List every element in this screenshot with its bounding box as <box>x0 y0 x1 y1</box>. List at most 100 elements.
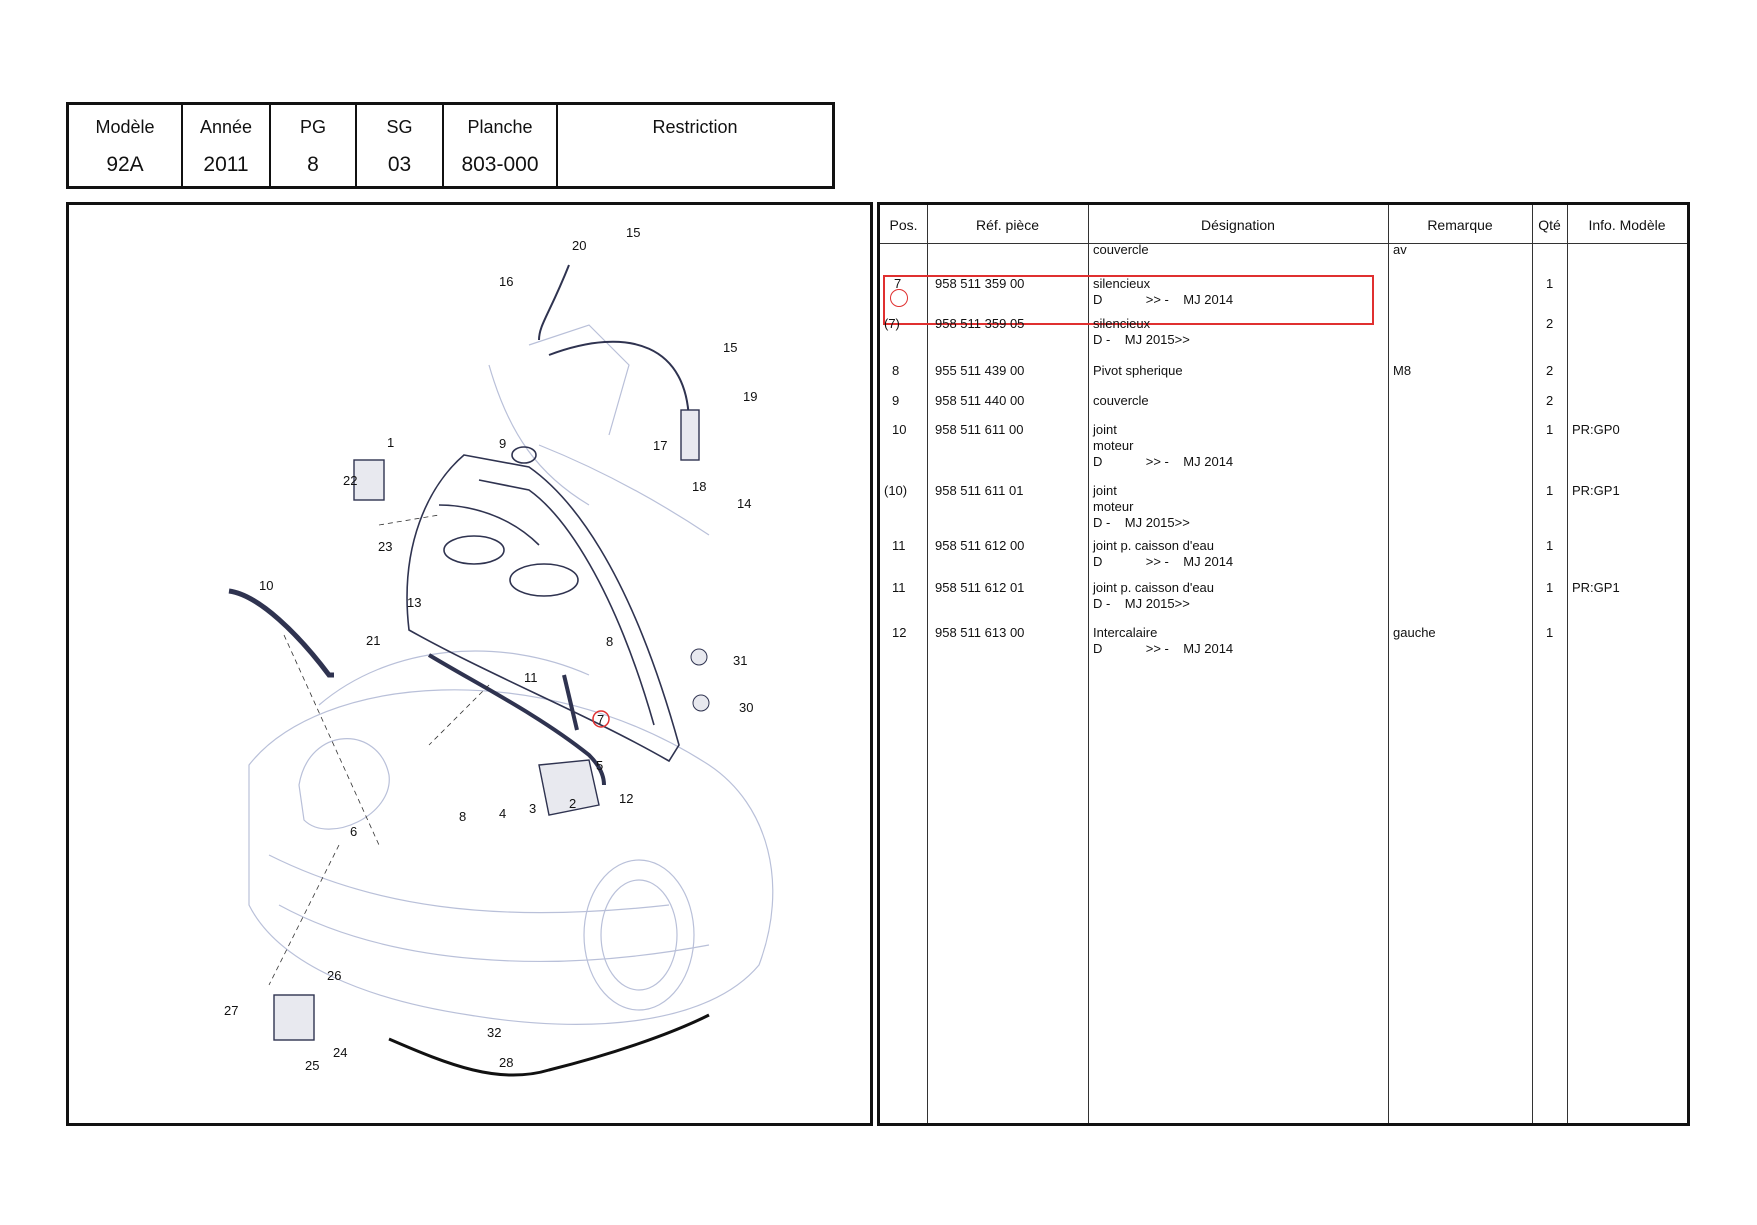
table-cell-info: PR:GP1 <box>1572 580 1620 595</box>
table-cell-designation: couvercle <box>1093 393 1149 408</box>
table-cell-qte: 1 <box>1546 580 1554 595</box>
table-cell-ref: 955 511 439 00 <box>935 363 1025 378</box>
callout: 17 <box>653 438 667 453</box>
header-label: Planche <box>467 117 533 137</box>
table-cell-ref: 958 511 359 05 <box>935 316 1025 331</box>
table-cell-qte: 1 <box>1546 276 1554 291</box>
table-cell-designation: joint moteur D - MJ 2015>> <box>1093 483 1190 530</box>
table-cell-pos: 8 <box>892 363 900 378</box>
column-header-ref: Réf. pièce <box>975 217 1040 233</box>
callout-labels: 1 2 3 4 5 6 7 8 9 10 11 12 13 14 15 15 1… <box>224 225 757 1073</box>
table-cell-ref: 958 511 612 01 <box>935 580 1025 595</box>
table-cell-ref: 958 511 359 00 <box>935 276 1025 291</box>
header-label: PG <box>299 117 326 137</box>
latch-bracket-22 <box>353 459 385 501</box>
header-col-sg: SG 03 <box>357 105 444 186</box>
highlight-circle-pos <box>890 289 908 307</box>
car-body-outline <box>248 324 774 1025</box>
seal-11 <box>427 653 606 786</box>
leader-lines <box>268 514 490 986</box>
callout: 13 <box>407 595 421 610</box>
column-divider <box>1532 205 1533 1123</box>
table-cell-qte: 1 <box>1546 422 1554 437</box>
table-cell-pos: 12 <box>892 625 907 640</box>
table-cell-info: PR:GP0 <box>1572 422 1620 437</box>
callout: 8 <box>459 809 466 824</box>
header-label: Restriction <box>652 117 738 137</box>
callout: 23 <box>378 539 392 554</box>
callout: 14 <box>737 496 751 511</box>
diagram-drawing: 1 2 3 4 5 6 7 8 9 10 11 12 13 14 15 15 1… <box>224 225 774 1077</box>
callout: 27 <box>224 1003 238 1018</box>
buffer-30 <box>692 694 710 712</box>
callout: 22 <box>343 473 357 488</box>
callout: 21 <box>366 633 380 648</box>
header-col-pg: PG 8 <box>271 105 357 186</box>
callout: 30 <box>739 700 753 715</box>
table-cell-designation: Intercalaire D >> - MJ 2014 <box>1093 625 1234 656</box>
header-label: Année <box>199 117 253 137</box>
table-cell-designation: silencieux D - MJ 2015>> <box>1093 316 1190 347</box>
callout: 6 <box>350 824 357 839</box>
hinge-5 <box>538 759 600 816</box>
table-cell-info: PR:GP1 <box>1572 483 1620 498</box>
callout: 24 <box>333 1045 347 1060</box>
callout: 25 <box>305 1058 319 1073</box>
callout: 32 <box>487 1025 501 1040</box>
table-cell-pos: (7) <box>884 316 900 331</box>
cable-15 <box>538 264 690 426</box>
header-value: 92A <box>106 153 144 176</box>
callout: 1 <box>387 435 394 450</box>
buffer-31 <box>690 648 708 666</box>
table-cell-qte: 1 <box>1546 625 1554 640</box>
callout: 15 <box>723 340 737 355</box>
table-cell-qte: 2 <box>1546 393 1554 408</box>
table-cell-pos: 11 <box>892 538 906 553</box>
table-cell-pos: 7 <box>894 276 902 291</box>
callout: 4 <box>499 806 506 821</box>
table-cell-qte: 2 <box>1546 363 1554 378</box>
exploded-parts-diagram: 1 2 3 4 5 6 7 8 9 10 11 12 13 14 15 15 1… <box>66 202 873 1126</box>
callout: 11 <box>524 670 538 685</box>
column-divider <box>927 205 928 1123</box>
callout: 28 <box>499 1055 513 1070</box>
callout: 31 <box>733 653 747 668</box>
callout: 9 <box>499 436 506 451</box>
table-cell-remarque: M8 <box>1393 363 1412 378</box>
callout: 5 <box>596 758 603 773</box>
callout: 16 <box>499 274 513 289</box>
seal-10 <box>228 588 334 678</box>
highlight-circle-7 <box>592 710 610 728</box>
column-header-qte: Qté <box>1538 217 1561 233</box>
callout: 15 <box>626 225 640 240</box>
hood-part <box>406 446 680 763</box>
callout: 12 <box>619 791 633 806</box>
table-cell-remarque: gauche <box>1393 625 1436 640</box>
header-value: 803-000 <box>461 153 539 176</box>
header-value: 03 <box>387 153 412 176</box>
callout: 2 <box>569 796 576 811</box>
table-cell-ref: 958 511 611 00 <box>935 422 1024 437</box>
column-header-pos: Pos. <box>889 217 918 233</box>
highlighted-row-box <box>883 275 1374 325</box>
parts-list-table: Pos. Réf. pièce Désignation Remarque Qté… <box>877 202 1690 1126</box>
table-cell-qte: 2 <box>1546 316 1554 331</box>
gas-strut <box>562 674 579 731</box>
table-cell-qte: 1 <box>1546 538 1554 553</box>
callout: 19 <box>743 389 757 404</box>
table-cell-pos: (10) <box>884 483 908 498</box>
column-divider <box>1567 205 1568 1123</box>
column-divider <box>1388 205 1389 1123</box>
table-cell-designation: joint moteur D >> - MJ 2014 <box>1093 422 1234 469</box>
table-cell-designation: joint p. caisson d'eau D - MJ 2015>> <box>1093 580 1215 611</box>
callout: 3 <box>529 801 536 816</box>
table-cell-designation: silencieux D >> - MJ 2014 <box>1093 276 1234 307</box>
column-divider <box>1088 205 1089 1123</box>
header-label: Modèle <box>95 117 155 137</box>
table-cell-designation: joint p. caisson d'eau D >> - MJ 2014 <box>1093 538 1234 569</box>
column-header-remarque: Remarque <box>1427 217 1493 233</box>
callout: 7 <box>597 712 604 727</box>
table-cell-pos: 10 <box>892 422 907 437</box>
header-value: 2011 <box>203 153 249 176</box>
table-cell-designation: Pivot spherique <box>1093 363 1183 378</box>
